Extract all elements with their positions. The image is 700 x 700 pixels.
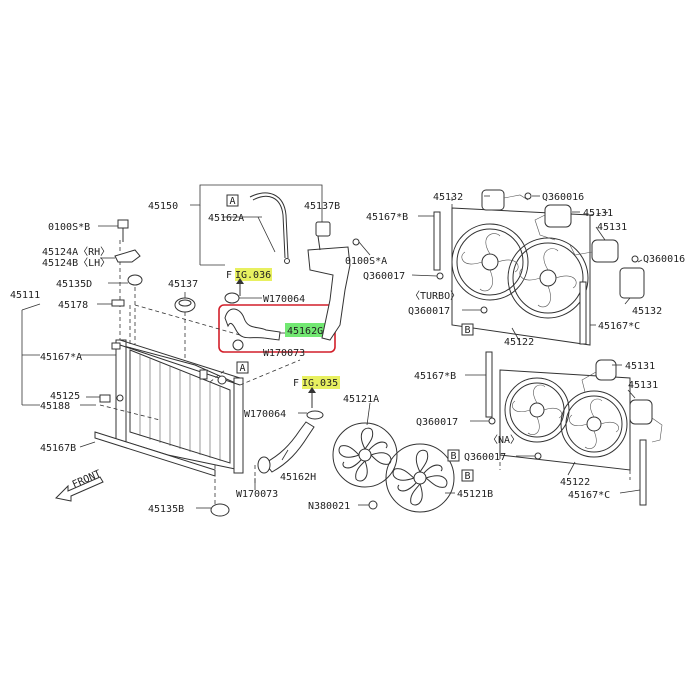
radiator-cap-45137	[174, 292, 196, 313]
label-45124b[interactable]: 45124B〈LH〉	[42, 257, 110, 269]
label-45162g[interactable]: 45162G	[287, 326, 323, 337]
cushion-45135b	[196, 503, 230, 517]
label-45131-mid[interactable]: 45131	[625, 361, 655, 372]
upper-radiator-hose-45162g[interactable]	[224, 308, 285, 351]
label-45167-c-bottom[interactable]: 45167*C	[568, 490, 610, 501]
marker-b-bot: B	[461, 469, 474, 482]
fan-45121a	[332, 422, 398, 488]
fan-45121b	[385, 443, 455, 513]
clamp-w170064-bottom	[298, 410, 324, 420]
part-labels: 45150 45162A 45137B 0100S*B 45124A〈RH〉 4…	[10, 192, 685, 515]
label-45132-mid[interactable]: 45132	[632, 306, 662, 317]
front-arrow-icon	[54, 476, 104, 502]
cushion-45135d	[108, 274, 143, 286]
label-45135b[interactable]: 45135B	[148, 504, 184, 515]
label-w170073-top[interactable]: W170073	[263, 348, 305, 359]
marker-a-mid-text: A	[239, 363, 245, 374]
label-q360017-b[interactable]: Q360017	[408, 306, 450, 317]
label-45162a[interactable]: 45162A	[208, 213, 244, 224]
reservoir-tank	[307, 205, 371, 341]
label-45167-c-top[interactable]: 45167*C	[598, 321, 640, 332]
label-w170064-bottom[interactable]: W170064	[244, 409, 286, 420]
bracket-45124	[100, 249, 141, 263]
marker-b-mid: B	[447, 449, 460, 462]
label-45167b-left[interactable]: 45167B	[40, 443, 76, 454]
fan-shroud-turbo	[433, 189, 645, 346]
label-0100s-b[interactable]: 0100S*B	[48, 222, 90, 233]
marker-a-top-text: A	[229, 196, 235, 207]
label-0100s-a[interactable]: 0100S*A	[345, 256, 387, 267]
part-45162g-highlight	[285, 323, 329, 337]
lower-radiator-hose-45162h	[257, 421, 315, 474]
label-45131-top[interactable]: 45131	[583, 208, 613, 219]
air-guide-strip-45167b-left	[79, 431, 216, 477]
fan-45121a-leader	[366, 402, 371, 426]
label-q360016-right[interactable]: Q360016	[643, 254, 685, 265]
seal-45178	[97, 299, 125, 307]
fig-036-highlight	[235, 268, 272, 281]
label-fig-036[interactable]: IG.036	[235, 270, 271, 281]
marker-b-mid-text: B	[450, 451, 456, 462]
radiator-hardware	[99, 342, 227, 403]
label-45121a[interactable]: 45121A	[343, 394, 379, 405]
radiator-core	[115, 339, 244, 474]
fig-035-arrow	[308, 387, 316, 408]
marker-a-top: A	[226, 194, 239, 207]
marker-a-mid: A	[236, 361, 249, 374]
label-q360017-a[interactable]: Q360017	[363, 271, 405, 282]
label-45137b[interactable]: 45137B	[304, 201, 340, 212]
label-q360017-d[interactable]: Q360017	[464, 452, 506, 463]
label-n380021[interactable]: N380021	[308, 501, 350, 512]
label-45167-b-top[interactable]: 45167*B	[366, 212, 408, 223]
bolt-0100s-b	[98, 219, 129, 242]
label-45125[interactable]: 45125	[50, 391, 80, 402]
label-45121b[interactable]: 45121B	[457, 489, 493, 500]
label-45178[interactable]: 45178	[58, 300, 88, 311]
label-w170064-top[interactable]: W170064	[263, 294, 305, 305]
label-45131-top-2[interactable]: 45131	[597, 222, 627, 233]
label-q360016-top[interactable]: Q360016	[542, 192, 584, 203]
label-q360017-c[interactable]: Q360017	[416, 417, 458, 428]
fig-035-highlight	[302, 376, 340, 389]
fig-036-arrow	[236, 278, 244, 296]
label-45188[interactable]: 45188	[40, 401, 70, 412]
label-45167-b-mid[interactable]: 45167*B	[414, 371, 456, 382]
label-turbo: 〈TURBO〉	[410, 290, 460, 302]
label-45162h[interactable]: 45162H	[280, 472, 316, 483]
label-45122-bottom[interactable]: 45122	[560, 477, 590, 488]
hose-group-bracket	[190, 184, 323, 266]
label-45124a[interactable]: 45124A〈RH〉	[42, 246, 110, 258]
label-45111[interactable]: 45111	[10, 290, 40, 301]
label-45167-a[interactable]: 45167*A	[40, 352, 82, 363]
marker-b-top-text: B	[464, 325, 470, 336]
label-45132-top[interactable]: 45132	[433, 192, 463, 203]
label-w170073-bottom[interactable]: W170073	[236, 489, 278, 500]
radiator-group-bracket	[21, 303, 116, 406]
label-fig-035[interactable]: IG.035	[302, 378, 338, 389]
label-45122-top[interactable]: 45122	[504, 337, 534, 348]
label-na: 〈NA〉	[488, 434, 520, 446]
marker-b-top: B	[461, 323, 474, 336]
label-45137[interactable]: 45137	[168, 279, 198, 290]
turbo-leaders	[411, 195, 643, 343]
label-45131-mid-2[interactable]: 45131	[628, 380, 658, 391]
bypass-hose-45162a	[249, 192, 290, 264]
na-leaders	[465, 364, 641, 494]
label-fig-036-prefix: F	[226, 270, 232, 281]
marker-b-bot-text: B	[464, 471, 470, 482]
nut-n380021	[358, 500, 378, 510]
label-45135d[interactable]: 45135D	[56, 279, 92, 290]
label-fig-035-prefix: F	[293, 378, 299, 389]
label-45150[interactable]: 45150	[148, 201, 178, 212]
clamp-w170064-top	[224, 292, 262, 304]
